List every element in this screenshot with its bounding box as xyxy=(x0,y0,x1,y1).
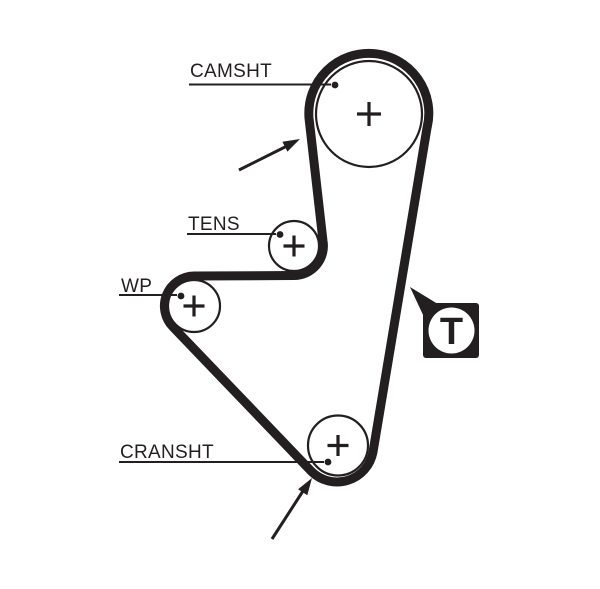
crankshaft-leader-dot xyxy=(324,458,332,466)
tensioner-leader-dot xyxy=(276,231,284,238)
camshaft-pulley-circle xyxy=(314,59,424,169)
timing-mark-circle xyxy=(428,307,475,354)
camshaft-arrow-head xyxy=(282,139,300,152)
camshaft-arrow-shaft xyxy=(238,145,287,172)
label-tensioner: TENS xyxy=(187,214,284,238)
camshaft-center-cross-icon xyxy=(357,102,381,126)
pulley-camshaft xyxy=(314,59,424,169)
water-pump-center-cross-icon xyxy=(183,295,205,317)
tensioner-center-cross-icon xyxy=(283,235,305,257)
label-camshaft: CAMSHT xyxy=(189,61,339,89)
crankshaft-pulley-circle xyxy=(306,414,370,477)
water-pump-label-text: WP xyxy=(121,276,152,297)
tensioner-label-text: TENS xyxy=(188,214,240,235)
crankshaft-center-cross-icon xyxy=(327,435,349,456)
crankshaft-belt-arrow-icon xyxy=(270,478,312,540)
timing-mark-letter: T xyxy=(440,311,463,353)
crankshaft-label-text: CRANSHT xyxy=(120,442,214,463)
crankshaft-arrow-shaft xyxy=(270,490,305,540)
water-pump-leader-dot xyxy=(177,292,185,300)
label-crankshaft: CRANSHT xyxy=(119,442,332,466)
timing-belt xyxy=(159,48,434,487)
crankshaft-arrow-head xyxy=(298,478,312,496)
pulley-crankshaft xyxy=(306,414,370,477)
camshaft-label-text: CAMSHT xyxy=(190,61,272,82)
timing-mark-indicator: T xyxy=(410,287,479,358)
camshaft-leader-dot xyxy=(331,81,339,89)
camshaft-belt-arrow-icon xyxy=(238,139,300,172)
pulley-tensioner xyxy=(267,219,321,273)
